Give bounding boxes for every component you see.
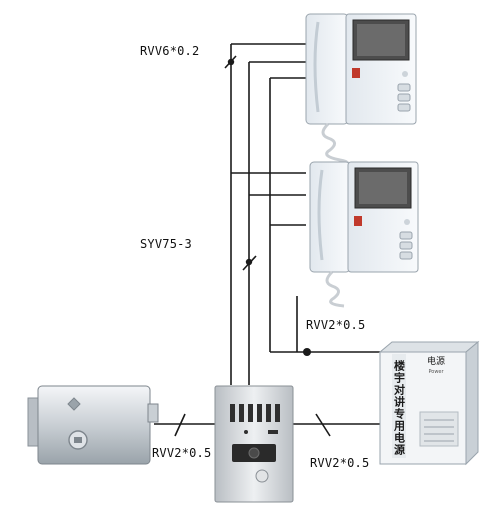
label-rvv2-top: RVV2*0.5 bbox=[306, 318, 366, 332]
junction-dot-psu bbox=[303, 348, 311, 356]
power-supply-unit[interactable]: 电源 Power 楼宇对讲专用电源 bbox=[378, 340, 480, 466]
label-syv75: SYV75-3 bbox=[140, 237, 192, 251]
monitor-bottom-button-3 bbox=[399, 251, 413, 260]
label-rvv6: RVV6*0.2 bbox=[140, 44, 200, 58]
label-rvv2-left: RVV2*0.5 bbox=[152, 446, 212, 460]
psu-badge: 电源 bbox=[427, 355, 445, 367]
monitor-top-button-3 bbox=[397, 103, 411, 112]
tick-rvv2-left bbox=[174, 413, 186, 437]
psu-label-plate bbox=[419, 411, 459, 447]
monitor-bottom-button-2 bbox=[399, 241, 413, 250]
monitor-bottom-button-1 bbox=[399, 231, 413, 240]
panel-call-button bbox=[255, 469, 269, 483]
indoor-monitor-bottom[interactable] bbox=[309, 161, 419, 308]
electric-lock[interactable] bbox=[27, 385, 159, 465]
psu-badge-sub: Power bbox=[428, 369, 444, 375]
psu-vertical-text: 楼宇对讲专用电源 bbox=[393, 359, 406, 456]
monitor-top-button-2 bbox=[397, 93, 411, 102]
panel-camera-icon bbox=[248, 447, 260, 459]
junction-dot-rvv6 bbox=[227, 58, 235, 66]
panel-speaker-grille-icon bbox=[230, 404, 280, 422]
monitor-top-button-1 bbox=[397, 83, 411, 92]
junction-dot-syv75 bbox=[245, 258, 253, 266]
label-rvv2-right: RVV2*0.5 bbox=[310, 456, 370, 470]
tick-rvv2-right bbox=[315, 413, 331, 437]
indoor-monitor-top[interactable] bbox=[305, 13, 417, 172]
monitor-bottom-cord bbox=[325, 270, 345, 308]
door-station-panel[interactable] bbox=[214, 385, 294, 503]
monitor-bottom-logo-icon bbox=[354, 216, 362, 226]
monitor-top-logo-icon bbox=[352, 68, 360, 78]
lock-emblem-icon bbox=[67, 397, 81, 411]
